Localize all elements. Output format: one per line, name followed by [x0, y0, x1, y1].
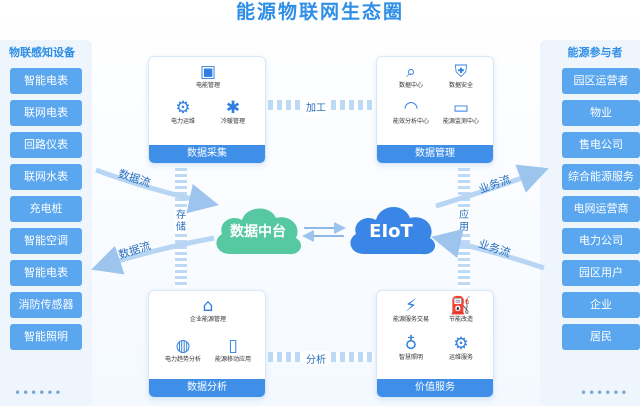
green-cloud-icon [216, 208, 302, 255]
participant-item: 居民 [562, 324, 640, 350]
participants-title: 能源参与者 [567, 46, 623, 59]
phone-icon: ▯能源移动应用 [214, 336, 251, 363]
gauge-icon: ◠能效分析中心 [392, 98, 429, 125]
iot-devices-panel: 物联感知设备 智能电表 联网电表 回路仪表 联网水表 充电桩 智能空调 智能电表… [0, 40, 92, 406]
more-dots-icon: •••••• [14, 386, 63, 400]
search-doc-icon: ⌕数据中心 [398, 62, 423, 89]
snowflake-icon: ✱冷暖管理 [220, 98, 245, 125]
business-flow-arrow-top [435, 164, 549, 209]
device-item: 联网电表 [10, 100, 82, 126]
monitor-icon: ▭能源监测中心 [442, 98, 479, 125]
data-platform-cloud: 数据中台 [210, 198, 306, 260]
gas-pump-icon: ⛽节能改造 [448, 296, 473, 323]
value-service-panel: ⚡能源服务交易 ⛽节能改造 ♁智慧照明 ⚙运维服务 价值服务 [376, 290, 494, 398]
eiot-label: EIoT [369, 220, 413, 242]
device-item: 智能电表 [10, 68, 82, 94]
data-management-footer: 数据管理 [377, 145, 493, 163]
participant-item: 物业 [562, 100, 640, 126]
application-label: 应用 [458, 210, 470, 234]
analysis-label: 分析 [304, 351, 328, 366]
home-icon: ⌂企业能源管理 [189, 296, 226, 323]
process-label: 加工 [304, 99, 328, 114]
globe-icon: ◍电力趋势分析 [164, 336, 201, 363]
participant-item: 电力公司 [562, 228, 640, 254]
data-flow-arrow-top [95, 167, 219, 214]
shield-icon: ⛨数据安全 [448, 62, 473, 89]
device-icon: ▣电能管理 [195, 62, 220, 89]
value-service-footer: 价值服务 [377, 379, 493, 397]
charger-icon: ⚡能源服务交易 [392, 296, 429, 323]
participant-item: 园区运营者 [562, 68, 640, 94]
device-item: 联网水表 [10, 164, 82, 190]
data-analysis-footer: 数据分析 [149, 379, 265, 397]
device-item: 智能空调 [10, 228, 82, 254]
gear-icon: ⚙运维服务 [448, 334, 473, 361]
data-flow-arrow-bottom [91, 235, 215, 275]
blue-cloud-icon [350, 206, 436, 255]
bulb-icon: ♁智慧照明 [398, 334, 423, 361]
iot-devices-title: 物联感知设备 [9, 46, 75, 59]
data-collection-footer: 数据采集 [149, 145, 265, 163]
participant-item: 企业 [562, 292, 640, 318]
business-flow-arrow-bottom [431, 228, 545, 271]
data-management-panel: ⌕数据中心 ⛨数据安全 ◠能效分析中心 ▭能源监测中心 数据管理 [376, 56, 494, 164]
device-item: 回路仪表 [10, 132, 82, 158]
data-platform-label: 数据中台 [230, 224, 286, 240]
device-item: 充电桩 [10, 196, 82, 222]
energy-participants-panel: 能源参与者 园区运营者 物业 售电公司 综合能源服务 电网运营商 电力公司 园区… [540, 40, 640, 406]
participant-item: 园区用户 [562, 260, 640, 286]
tool-icon: ⚙电力运维 [170, 98, 195, 125]
device-item: 智能电表 [10, 260, 82, 286]
storage-label: 存储 [175, 210, 187, 234]
eiot-cloud: EIoT [344, 196, 438, 260]
diagram-title: 能源物联网生态圈 [235, 1, 404, 23]
more-dots-icon: •••••• [580, 386, 629, 400]
device-item: 智能照明 [10, 324, 82, 350]
participant-item: 电网运营商 [562, 196, 640, 222]
device-item: 消防传感器 [10, 292, 82, 318]
data-analysis-panel: ⌂企业能源管理 ◍电力趋势分析 ▯能源移动应用 数据分析 [148, 290, 266, 398]
data-collection-panel: ▣电能管理 ⚙电力运维 ✱冷暖管理 数据采集 [148, 56, 266, 164]
participant-item: 售电公司 [562, 132, 640, 158]
participant-item: 综合能源服务 [562, 164, 640, 190]
